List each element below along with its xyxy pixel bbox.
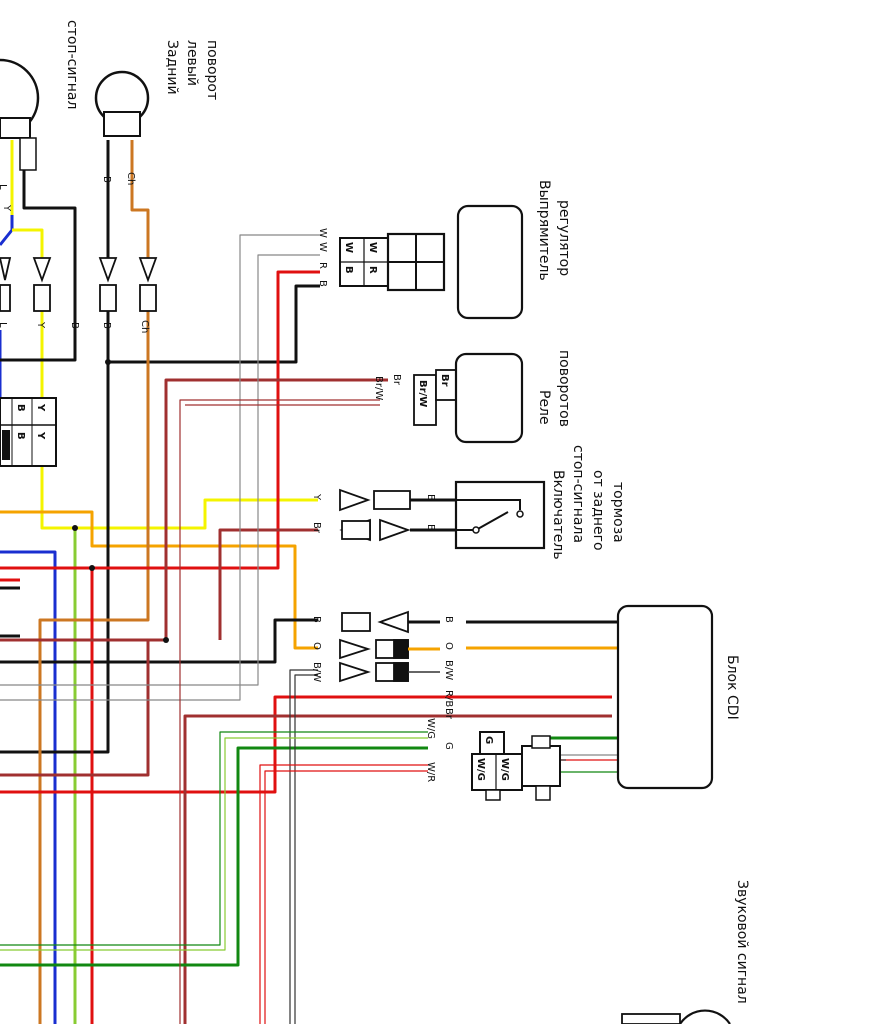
main-connector xyxy=(0,397,57,467)
wire-green xyxy=(0,736,620,967)
relay-wire-br: Br xyxy=(391,374,402,386)
rect-wire-w2: W xyxy=(317,242,328,252)
wire-brown xyxy=(0,378,612,1024)
pickup-pin-wg1: W/G xyxy=(475,758,486,781)
brake-light-label: стоп-сигнал xyxy=(64,20,80,109)
label-l-top: L xyxy=(0,184,8,190)
rectifier-box xyxy=(456,204,524,320)
label-b-black: B xyxy=(69,322,80,329)
horn-label: Звуковой сигнал xyxy=(734,880,750,1004)
rect-pin-r: R xyxy=(367,266,378,274)
label-b-top: B xyxy=(101,176,112,183)
turn-relay-connector xyxy=(413,369,459,426)
cdi-wire-bw-left: B/W xyxy=(311,662,322,682)
cdi-label: Блок CDI xyxy=(724,655,740,720)
rect-pin-w1: W xyxy=(343,242,354,253)
cdi-wire-b-left: B xyxy=(311,616,322,623)
pin-b-2: B xyxy=(15,432,26,440)
svg-text:поворот: поворот xyxy=(204,40,220,100)
pickup-pin-wg2: W/G xyxy=(499,758,510,781)
cdi-wire-o-right: O xyxy=(443,642,454,650)
label-y-mid: Y xyxy=(35,321,46,329)
cdi-wire-g: G xyxy=(443,742,454,750)
wire-black xyxy=(0,140,620,754)
relay-pin-brw: Br/W xyxy=(417,380,428,407)
svg-text:от заднего: от заднего xyxy=(590,470,606,551)
brake-switch-box xyxy=(454,480,546,550)
rect-wire-r: R xyxy=(317,262,328,269)
pickup-connector xyxy=(471,731,566,801)
svg-text:тормоза: тормоза xyxy=(610,482,626,543)
pin-b-1: B xyxy=(15,404,26,412)
wire-red xyxy=(0,270,612,1024)
cdi-wire-o-left: O xyxy=(311,642,322,650)
rear-left-turn-bulb xyxy=(94,70,150,137)
svg-text:стоп-сигнала: стоп-сигнала xyxy=(570,445,586,543)
svg-text:Задний: Задний xyxy=(164,40,180,95)
svg-text:левый: левый xyxy=(184,40,200,86)
cdi-wire-bw-right: B/W xyxy=(443,660,454,680)
wires xyxy=(0,140,620,1024)
rect-pin-w2: W xyxy=(367,242,378,253)
cdi-wire-wr: W/R xyxy=(425,762,436,782)
sw-wire-b2: B xyxy=(425,524,436,531)
label-ch-mid: Ch xyxy=(139,320,150,333)
rear-left-turn-label: Задний левый поворот xyxy=(164,40,220,100)
turn-relay-box xyxy=(454,352,524,444)
sw-wire-b1: B xyxy=(425,494,436,501)
cdi-wire-b-right: B xyxy=(443,616,454,623)
svg-text:Выпрямитель: Выпрямитель xyxy=(536,180,552,281)
cdi-wire-wg: W/G xyxy=(425,718,436,739)
sw-wire-br: Br xyxy=(311,522,322,534)
pin-y-2: Y xyxy=(35,431,46,440)
rect-wire-w1: W xyxy=(317,228,328,238)
pickup-pin-g: G xyxy=(483,736,494,744)
cdi-wire-rb: R/B xyxy=(443,690,454,707)
brake-light-bulb xyxy=(0,58,40,171)
horn-icon xyxy=(621,1009,731,1024)
relay-wire-brw: Br/W xyxy=(373,376,384,400)
junctions xyxy=(72,359,169,643)
brake-switch-label: Включатель стоп-сигнала от заднего тормо… xyxy=(550,445,626,560)
cdi-connectors xyxy=(339,610,409,683)
pin-y-1: Y xyxy=(35,403,46,412)
relay-pin-br: Br xyxy=(439,374,450,387)
turn-connectors xyxy=(0,257,158,312)
rect-pin-b: B xyxy=(343,266,354,274)
cdi-wire-br: Br xyxy=(443,708,454,720)
wire-thin xyxy=(0,234,620,1024)
svg-text:регулятор: регулятор xyxy=(556,200,572,276)
label-l-mid: L xyxy=(0,322,8,328)
label-b-mid: B xyxy=(101,322,112,329)
wire-orange xyxy=(0,510,620,650)
svg-text:поворотов: поворотов xyxy=(556,350,572,427)
rectifier-connector xyxy=(339,232,446,292)
wire-ch xyxy=(38,140,150,1024)
svg-text:Реле: Реле xyxy=(536,390,552,425)
rect-wire-b: B xyxy=(317,280,328,287)
sw-wire-y: Y xyxy=(311,493,322,501)
label-y-top: Y xyxy=(1,204,12,212)
svg-text:Включатель: Включатель xyxy=(550,470,566,560)
label-ch-top: Ch xyxy=(125,172,136,185)
turn-relay-label: Реле поворотов xyxy=(536,350,572,427)
cdi-box xyxy=(616,604,714,790)
rectifier-label: Выпрямитель регулятор xyxy=(536,180,572,281)
brake-switch-connectors xyxy=(339,488,411,542)
wire-blue-left xyxy=(0,140,57,1024)
